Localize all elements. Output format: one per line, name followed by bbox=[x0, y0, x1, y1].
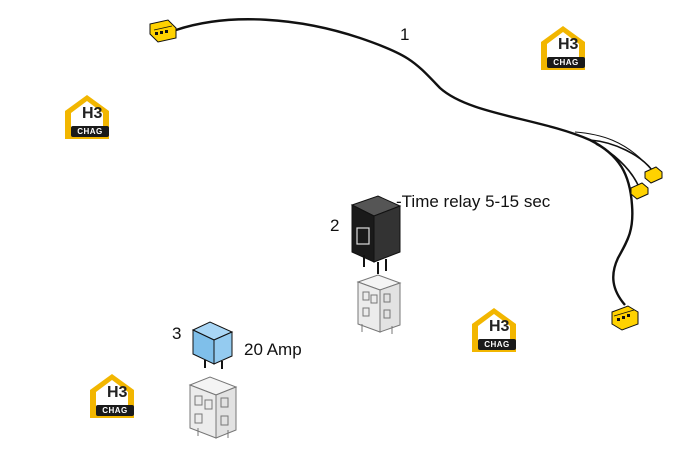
connector-bottom-right bbox=[611, 305, 639, 331]
time-relay-socket bbox=[356, 274, 402, 334]
watermark-logo-badge: H3 CHAG bbox=[472, 308, 522, 352]
watermark-logo-badge: H3 CHAG bbox=[90, 374, 140, 418]
watermark-mark: H3 bbox=[489, 318, 510, 335]
time-relay bbox=[350, 195, 402, 274]
connector-small-right-2 bbox=[630, 182, 649, 200]
watermark-mark: H3 bbox=[82, 105, 103, 122]
connector-small-right-1 bbox=[644, 166, 663, 184]
watermark-logo-badge: H3 CHAG bbox=[541, 26, 591, 70]
callout-number-1: 1 bbox=[400, 25, 410, 44]
harness-branch-wire bbox=[574, 131, 651, 169]
watermark-mark: H3 bbox=[558, 36, 579, 53]
callout-text-fuse: 20 Amp bbox=[244, 340, 302, 359]
watermark-brand: CHAG bbox=[96, 405, 134, 416]
callout-number-2: 2 bbox=[330, 216, 340, 235]
callout-number-3: 3 bbox=[172, 324, 182, 343]
watermark-mark: H3 bbox=[107, 384, 128, 401]
harness-branch-wire bbox=[595, 143, 639, 186]
fuse-relay bbox=[191, 321, 234, 369]
watermark-brand: CHAG bbox=[71, 126, 109, 137]
callout-text-time-relay: -Time relay 5-15 sec bbox=[396, 192, 551, 211]
watermark-brand: CHAG bbox=[547, 57, 585, 68]
connector-top-left bbox=[149, 19, 177, 43]
watermark-logo-badge: H3 CHAG bbox=[65, 95, 115, 139]
harness-wire bbox=[175, 18, 634, 306]
watermark-brand: CHAG bbox=[478, 339, 516, 350]
fuse-relay-socket bbox=[188, 376, 238, 439]
